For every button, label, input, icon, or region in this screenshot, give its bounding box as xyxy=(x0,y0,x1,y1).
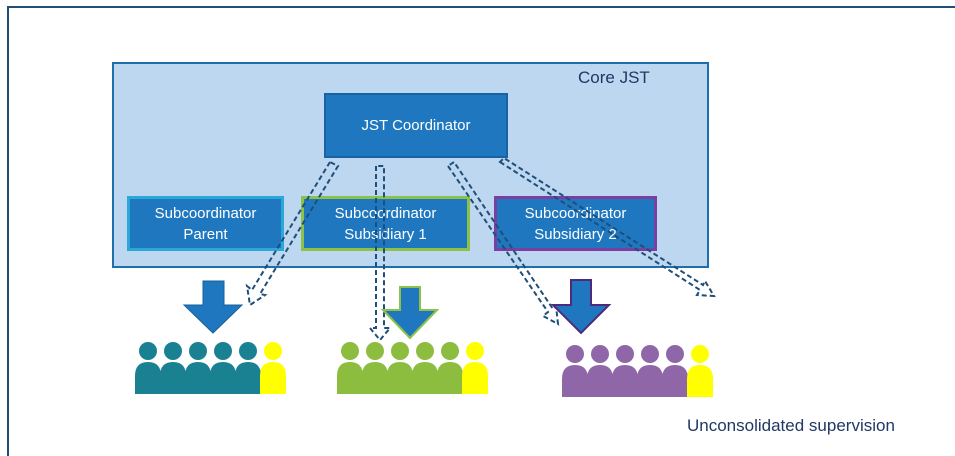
person-body xyxy=(662,365,688,397)
person-icon xyxy=(135,342,161,394)
people-groups xyxy=(135,342,713,397)
dashed-arrow-to-parent xyxy=(245,160,340,307)
person-head xyxy=(591,345,609,363)
person-head xyxy=(641,345,659,363)
person-icon xyxy=(437,342,463,394)
subcoordinator-subsidiary-2-line2: Subsidiary 2 xyxy=(534,225,617,243)
outer-frame xyxy=(7,6,955,456)
person-head xyxy=(391,342,409,360)
person-icon xyxy=(412,342,438,394)
dashed-arrow-to-subsidiary-1 xyxy=(367,165,393,342)
dashed-arrows xyxy=(245,156,716,342)
person-body xyxy=(260,362,286,394)
person-icon xyxy=(185,342,211,394)
person-head xyxy=(189,342,207,360)
person-icon xyxy=(362,342,388,394)
person-head xyxy=(264,342,282,360)
person-head xyxy=(666,345,684,363)
person-icon xyxy=(637,345,663,397)
subcoordinator-subsidiary-2-box: Subcoordinator Subsidiary 2 xyxy=(494,196,657,251)
solid-arrow-parent xyxy=(182,280,244,334)
jst-coordinator-label: JST Coordinator xyxy=(361,117,471,134)
dashed-arrow-to-subsidiary-2 xyxy=(446,160,560,326)
solid-arrow-subsidiary-1 xyxy=(380,286,440,340)
subcoordinator-subsidiary-1-line1: Subcoordinator xyxy=(334,204,437,222)
person-icon-highlight xyxy=(687,345,713,397)
person-icon xyxy=(387,342,413,394)
person-icon xyxy=(337,342,363,394)
person-body xyxy=(612,365,638,397)
person-body xyxy=(437,362,463,394)
person-body xyxy=(387,362,413,394)
person-head xyxy=(164,342,182,360)
person-head xyxy=(139,342,157,360)
person-body xyxy=(362,362,388,394)
subcoordinator-parent-line1: Subcoordinator xyxy=(154,204,257,222)
subsidiary-1-entities xyxy=(337,342,488,394)
diagram-overlay xyxy=(135,156,716,397)
person-body xyxy=(160,362,186,394)
person-head xyxy=(691,345,709,363)
person-body xyxy=(462,362,488,394)
person-body xyxy=(412,362,438,394)
person-icon xyxy=(562,345,588,397)
solid-arrow-subsidiary-2 xyxy=(550,279,612,335)
person-icon xyxy=(160,342,186,394)
person-head xyxy=(366,342,384,360)
person-body xyxy=(337,362,363,394)
parent-entities xyxy=(135,342,286,394)
person-body xyxy=(235,362,261,394)
person-head xyxy=(239,342,257,360)
subcoordinator-parent-box: Subcoordinator Parent xyxy=(127,196,284,251)
core-jst-label: Core JST xyxy=(578,68,650,87)
person-head xyxy=(416,342,434,360)
subcoordinator-subsidiary-1-line2: Subsidiary 1 xyxy=(344,225,427,243)
person-head xyxy=(566,345,584,363)
person-head xyxy=(616,345,634,363)
jst-coordinator-box: JST Coordinator xyxy=(324,93,508,158)
person-icon xyxy=(235,342,261,394)
person-icon-highlight xyxy=(260,342,286,394)
dashed-arrow-to-outer xyxy=(498,156,716,298)
person-body xyxy=(185,362,211,394)
person-body xyxy=(135,362,161,394)
person-head xyxy=(214,342,232,360)
subsidiary-2-entities xyxy=(562,345,713,397)
subcoordinator-parent-line2: Parent xyxy=(183,225,228,243)
person-icon xyxy=(612,345,638,397)
person-head xyxy=(466,342,484,360)
person-head xyxy=(441,342,459,360)
subcoordinator-subsidiary-2-line1: Subcoordinator xyxy=(524,204,627,222)
person-icon xyxy=(662,345,688,397)
person-icon xyxy=(210,342,236,394)
unconsolidated-supervision-label: Unconsolidated supervision xyxy=(687,416,895,435)
person-body xyxy=(562,365,588,397)
person-body xyxy=(687,365,713,397)
person-body xyxy=(210,362,236,394)
person-icon xyxy=(587,345,613,397)
person-icon-highlight xyxy=(462,342,488,394)
person-head xyxy=(341,342,359,360)
person-body xyxy=(637,365,663,397)
person-body xyxy=(587,365,613,397)
